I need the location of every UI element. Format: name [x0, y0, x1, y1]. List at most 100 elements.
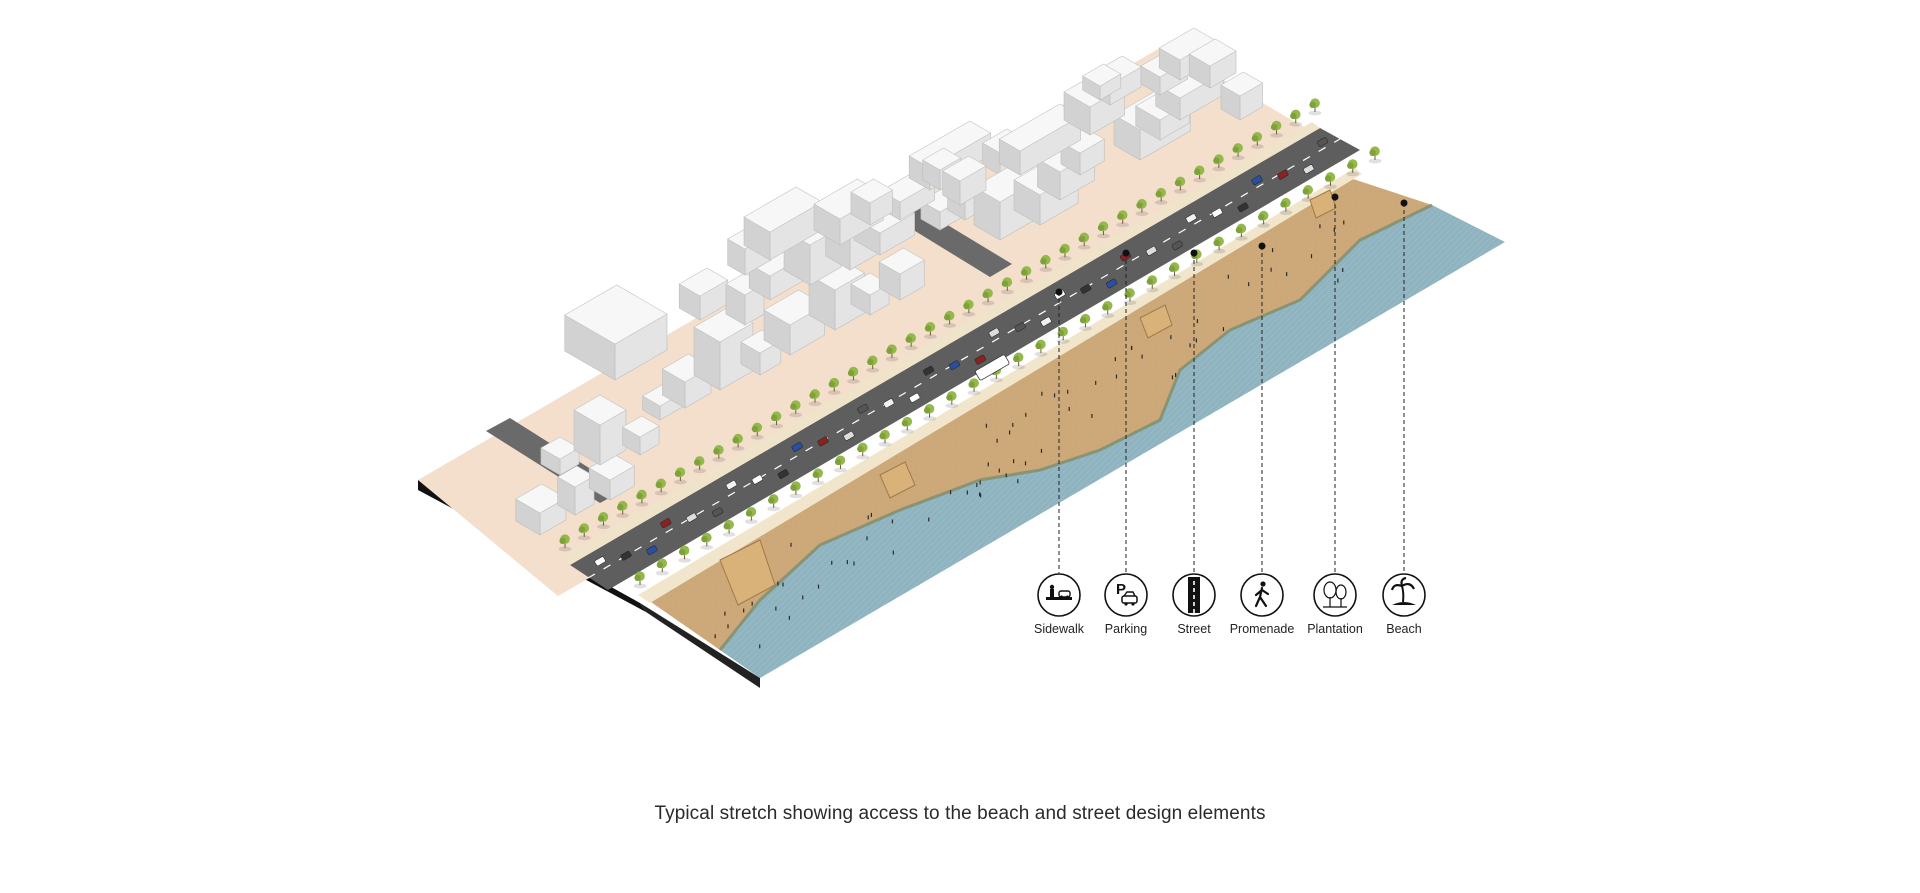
tree	[981, 288, 995, 306]
vehicle	[1251, 175, 1263, 185]
tree	[693, 456, 707, 474]
tree	[1257, 210, 1271, 228]
beach-icon	[1390, 576, 1416, 605]
tree	[808, 389, 822, 407]
tree	[1034, 339, 1048, 357]
legend-label: Sidewalk	[1034, 622, 1085, 636]
legend-label: Beach	[1386, 622, 1421, 636]
vehicle	[660, 518, 672, 528]
plantation-icon	[1323, 581, 1347, 608]
tree	[1279, 197, 1293, 215]
tree	[1250, 131, 1264, 149]
legend-label: Plantation	[1307, 622, 1363, 636]
vehicle	[594, 556, 606, 567]
vehicle	[646, 545, 658, 556]
tree	[904, 333, 918, 351]
tree	[635, 489, 649, 507]
tree	[1020, 266, 1033, 284]
building-block	[515, 483, 567, 536]
tree	[1212, 154, 1226, 172]
vehicle	[974, 354, 986, 365]
promenade-icon	[1254, 581, 1270, 608]
tree	[678, 545, 691, 563]
tree	[1289, 109, 1303, 127]
tree	[1231, 143, 1245, 161]
tree	[1308, 98, 1322, 116]
building-block	[942, 155, 987, 206]
tree	[1135, 199, 1149, 217]
tree	[945, 391, 959, 409]
tree	[633, 571, 647, 589]
street-icon	[1188, 577, 1200, 613]
legend-label: Promenade	[1230, 622, 1295, 636]
tree	[770, 411, 783, 429]
tree	[847, 366, 860, 384]
beach-sand	[648, 178, 1432, 650]
vehicle	[791, 442, 803, 452]
legend-item-sidewalk: Sidewalk	[1034, 573, 1085, 636]
building-block	[678, 267, 729, 321]
building-block	[540, 436, 580, 476]
vehicle	[1277, 169, 1289, 180]
tree	[1116, 210, 1130, 228]
tree	[1193, 165, 1207, 183]
tree	[558, 534, 572, 552]
tree	[1012, 352, 1026, 370]
vehicle	[751, 474, 763, 485]
shoreline	[718, 203, 1433, 651]
vehicle	[1040, 316, 1052, 327]
tree	[731, 433, 745, 451]
leader-dot	[1055, 288, 1063, 296]
building-block	[1082, 63, 1122, 101]
promenade-strip	[638, 168, 1362, 603]
tree	[834, 455, 847, 473]
vehicle	[1317, 137, 1329, 147]
building-block	[557, 465, 595, 516]
legend-item-beach: Beach	[1382, 573, 1426, 636]
vehicle	[909, 393, 921, 403]
vehicle	[620, 550, 632, 561]
tree	[866, 355, 880, 373]
figure-caption: Typical stretch showing access to the be…	[654, 803, 1266, 824]
tree	[923, 321, 937, 339]
vehicle	[988, 327, 1000, 338]
tree	[1101, 300, 1115, 318]
tree	[1145, 275, 1159, 293]
tree	[1173, 176, 1187, 194]
vehicle	[686, 512, 698, 523]
tree	[789, 481, 803, 499]
legend-leader-lines	[1055, 193, 1408, 573]
tree	[750, 422, 764, 440]
leader-dot	[1122, 249, 1130, 257]
legend-circle	[1104, 573, 1148, 617]
tree	[577, 523, 591, 541]
tree	[700, 532, 714, 550]
buildings	[515, 27, 1264, 536]
tree	[722, 519, 736, 537]
legend-label: Street	[1177, 622, 1211, 636]
sea-water	[720, 205, 1505, 678]
building-block	[725, 272, 765, 326]
legend-item-plantation: Plantation	[1307, 573, 1363, 636]
tree	[1077, 232, 1091, 250]
tree	[1234, 223, 1248, 241]
trees	[558, 98, 1382, 589]
tree	[811, 468, 825, 486]
legend-item-street: Street	[1172, 573, 1216, 636]
building-block	[850, 178, 894, 226]
vehicle	[857, 404, 869, 414]
tree	[655, 558, 669, 576]
vehicle	[843, 431, 855, 441]
main-road	[570, 128, 1360, 590]
leader-dot	[1258, 242, 1266, 250]
tree	[673, 467, 687, 485]
tree	[1000, 277, 1014, 295]
vehicles	[594, 137, 1329, 567]
tree	[1097, 221, 1110, 239]
tree	[1058, 243, 1072, 261]
vehicle	[1145, 246, 1158, 256]
building-block	[1188, 38, 1237, 89]
tree	[827, 377, 841, 395]
